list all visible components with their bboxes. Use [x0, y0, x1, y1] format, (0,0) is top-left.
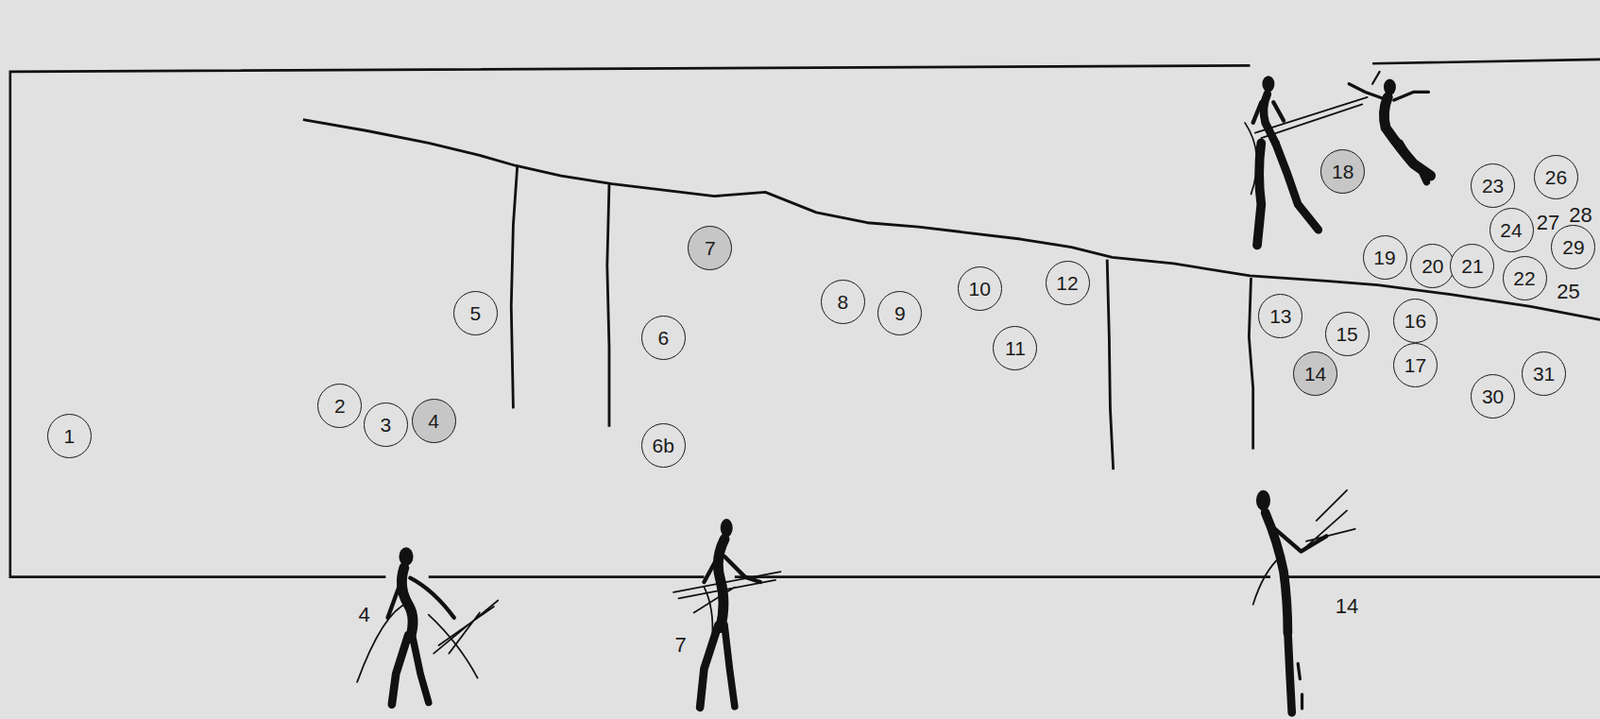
callout-number: 5: [470, 303, 482, 324]
human-figure: [1244, 75, 1368, 245]
callout-number: 7: [704, 238, 716, 258]
callout-number: 6: [657, 327, 669, 348]
callout-number: 30: [1481, 386, 1504, 407]
numbered-circle: 30: [1470, 374, 1515, 419]
numbered-circle: 9: [877, 290, 922, 336]
callout-number: 21: [1461, 255, 1483, 276]
rock-crack: [303, 119, 1600, 471]
panel-frame: [10, 59, 1600, 578]
numbered-circle: 22: [1502, 255, 1548, 301]
callout-number: 15: [1335, 323, 1358, 344]
human-figure: [673, 518, 781, 708]
callout-number: 28: [1568, 204, 1592, 226]
numbered-circle: 20: [1410, 243, 1455, 289]
callout-number: 6b: [652, 435, 675, 456]
callout-number: 14: [1335, 595, 1359, 617]
numbered-circle: 21: [1449, 243, 1495, 289]
numbered-circle: 14: [1293, 351, 1338, 396]
callout-number: 27: [1536, 212, 1560, 234]
numbered-circle: 5: [453, 290, 498, 336]
callout-number: 2: [334, 395, 346, 416]
numbered-circle: 4: [411, 398, 457, 443]
callout-number: 3: [380, 414, 392, 435]
numbered-circle: 26: [1533, 154, 1579, 200]
callout-number: 12: [1055, 272, 1078, 293]
callout-number: 20: [1421, 255, 1444, 276]
numbered-circle: 6: [641, 315, 686, 360]
callout-number: 10: [968, 278, 990, 299]
numbered-circle: 7: [687, 225, 732, 271]
callout-number: 25: [1556, 281, 1580, 303]
numbered-circle: 19: [1362, 235, 1408, 280]
callout-number: 19: [1373, 247, 1396, 268]
callout-number: 31: [1532, 363, 1555, 384]
callout-number: 16: [1404, 310, 1427, 331]
callout-number: 4: [358, 604, 371, 626]
numbered-circle: 18: [1320, 149, 1365, 194]
callout-number: 9: [894, 303, 906, 324]
callout-number: 23: [1481, 175, 1504, 196]
numbered-circle: 6b: [641, 423, 686, 468]
numbered-circle: 10: [957, 266, 1003, 311]
callout-number: 14: [1304, 363, 1327, 384]
numbered-circle: 12: [1045, 260, 1090, 306]
numbered-circle: 13: [1258, 293, 1303, 339]
callout-number: 24: [1499, 220, 1522, 240]
numbered-circle: 24: [1489, 207, 1534, 253]
callout-number: 18: [1331, 161, 1354, 182]
callout-number: 29: [1562, 237, 1584, 257]
callout-number: 13: [1269, 306, 1292, 326]
numbered-circle: 2: [317, 383, 362, 428]
callout-number: 22: [1513, 268, 1535, 289]
callout-number: 8: [837, 291, 850, 312]
callout-number: 4: [427, 410, 440, 431]
human-figure: [357, 546, 498, 704]
numbered-circle: 11: [992, 325, 1038, 371]
numbered-circle: 8: [820, 279, 866, 324]
numbered-circle: 31: [1521, 351, 1566, 396]
numbered-circle: 15: [1325, 311, 1370, 357]
callout-number: 11: [1004, 338, 1026, 358]
callout-number: 26: [1545, 167, 1567, 188]
numbered-circle: 23: [1470, 163, 1515, 208]
numbered-circle: 17: [1393, 342, 1438, 388]
callout-number: 7: [674, 634, 686, 656]
numbered-circle: 16: [1393, 298, 1438, 343]
callout-number: 17: [1404, 355, 1427, 375]
numbered-circle: 1: [47, 413, 92, 459]
numbered-circle: 3: [363, 402, 409, 447]
callout-number: 1: [64, 425, 76, 446]
